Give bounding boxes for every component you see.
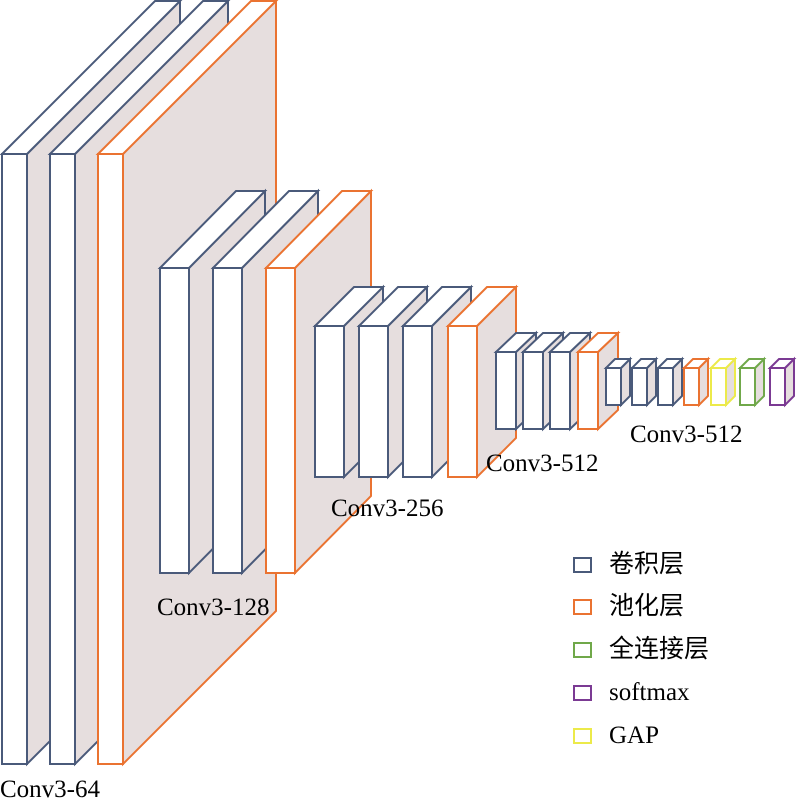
gap-block-front [710,367,727,406]
pool-block-front [577,351,599,430]
stage-4-blocks [493,330,621,432]
conv-block [655,356,685,408]
pool-block [681,356,711,408]
softmax-block [767,356,797,408]
stage-label-conv3-128: Conv3-128 [157,594,270,621]
legend-label-softmax: softmax [609,679,690,706]
pool-block-front [265,267,296,574]
conv-block-front [314,325,345,478]
pool-block-front [97,153,124,765]
conv-block [629,356,659,408]
conv-block-front [402,325,433,478]
fc-block-front [739,367,756,406]
softmax-block-front [769,367,786,406]
stage-label-conv3-512-b: Conv3-512 [630,421,743,448]
legend-label-fc: 全连接层 [609,636,710,663]
conv-block-front [605,367,622,406]
conv-block-front [657,367,674,406]
fc-block [737,356,767,408]
conv-block-front [549,351,571,430]
stage-label-conv3-256: Conv3-256 [331,495,444,522]
stage-label-conv3-512-a: Conv3-512 [486,450,599,477]
conv-block [603,356,633,408]
conv-block-front [159,267,190,574]
stage-label-conv3-64: Conv3-64 [0,776,100,803]
conv-block-front [631,367,648,406]
legend-swatch-gap [573,728,592,744]
conv-block-front [212,267,243,574]
stage-3-blocks [312,284,519,480]
legend-swatch-conv [573,557,592,573]
legend-swatch-softmax [573,685,592,701]
conv-block-front [1,153,28,765]
legend-swatch-fc [573,642,592,658]
conv-block-front [495,351,517,430]
gap-block [708,356,738,408]
stage-5-blocks [603,356,797,408]
conv-block-front [522,351,544,430]
pool-block-front [683,367,700,406]
conv-block-front [49,153,76,765]
legend-label-gap: GAP [609,722,660,749]
legend-label-pool: 池化层 [609,593,685,620]
pool-block-front [447,325,478,478]
legend-label-conv: 卷积层 [609,551,685,578]
legend-swatch-pool [573,599,592,615]
conv-block-front [358,325,389,478]
